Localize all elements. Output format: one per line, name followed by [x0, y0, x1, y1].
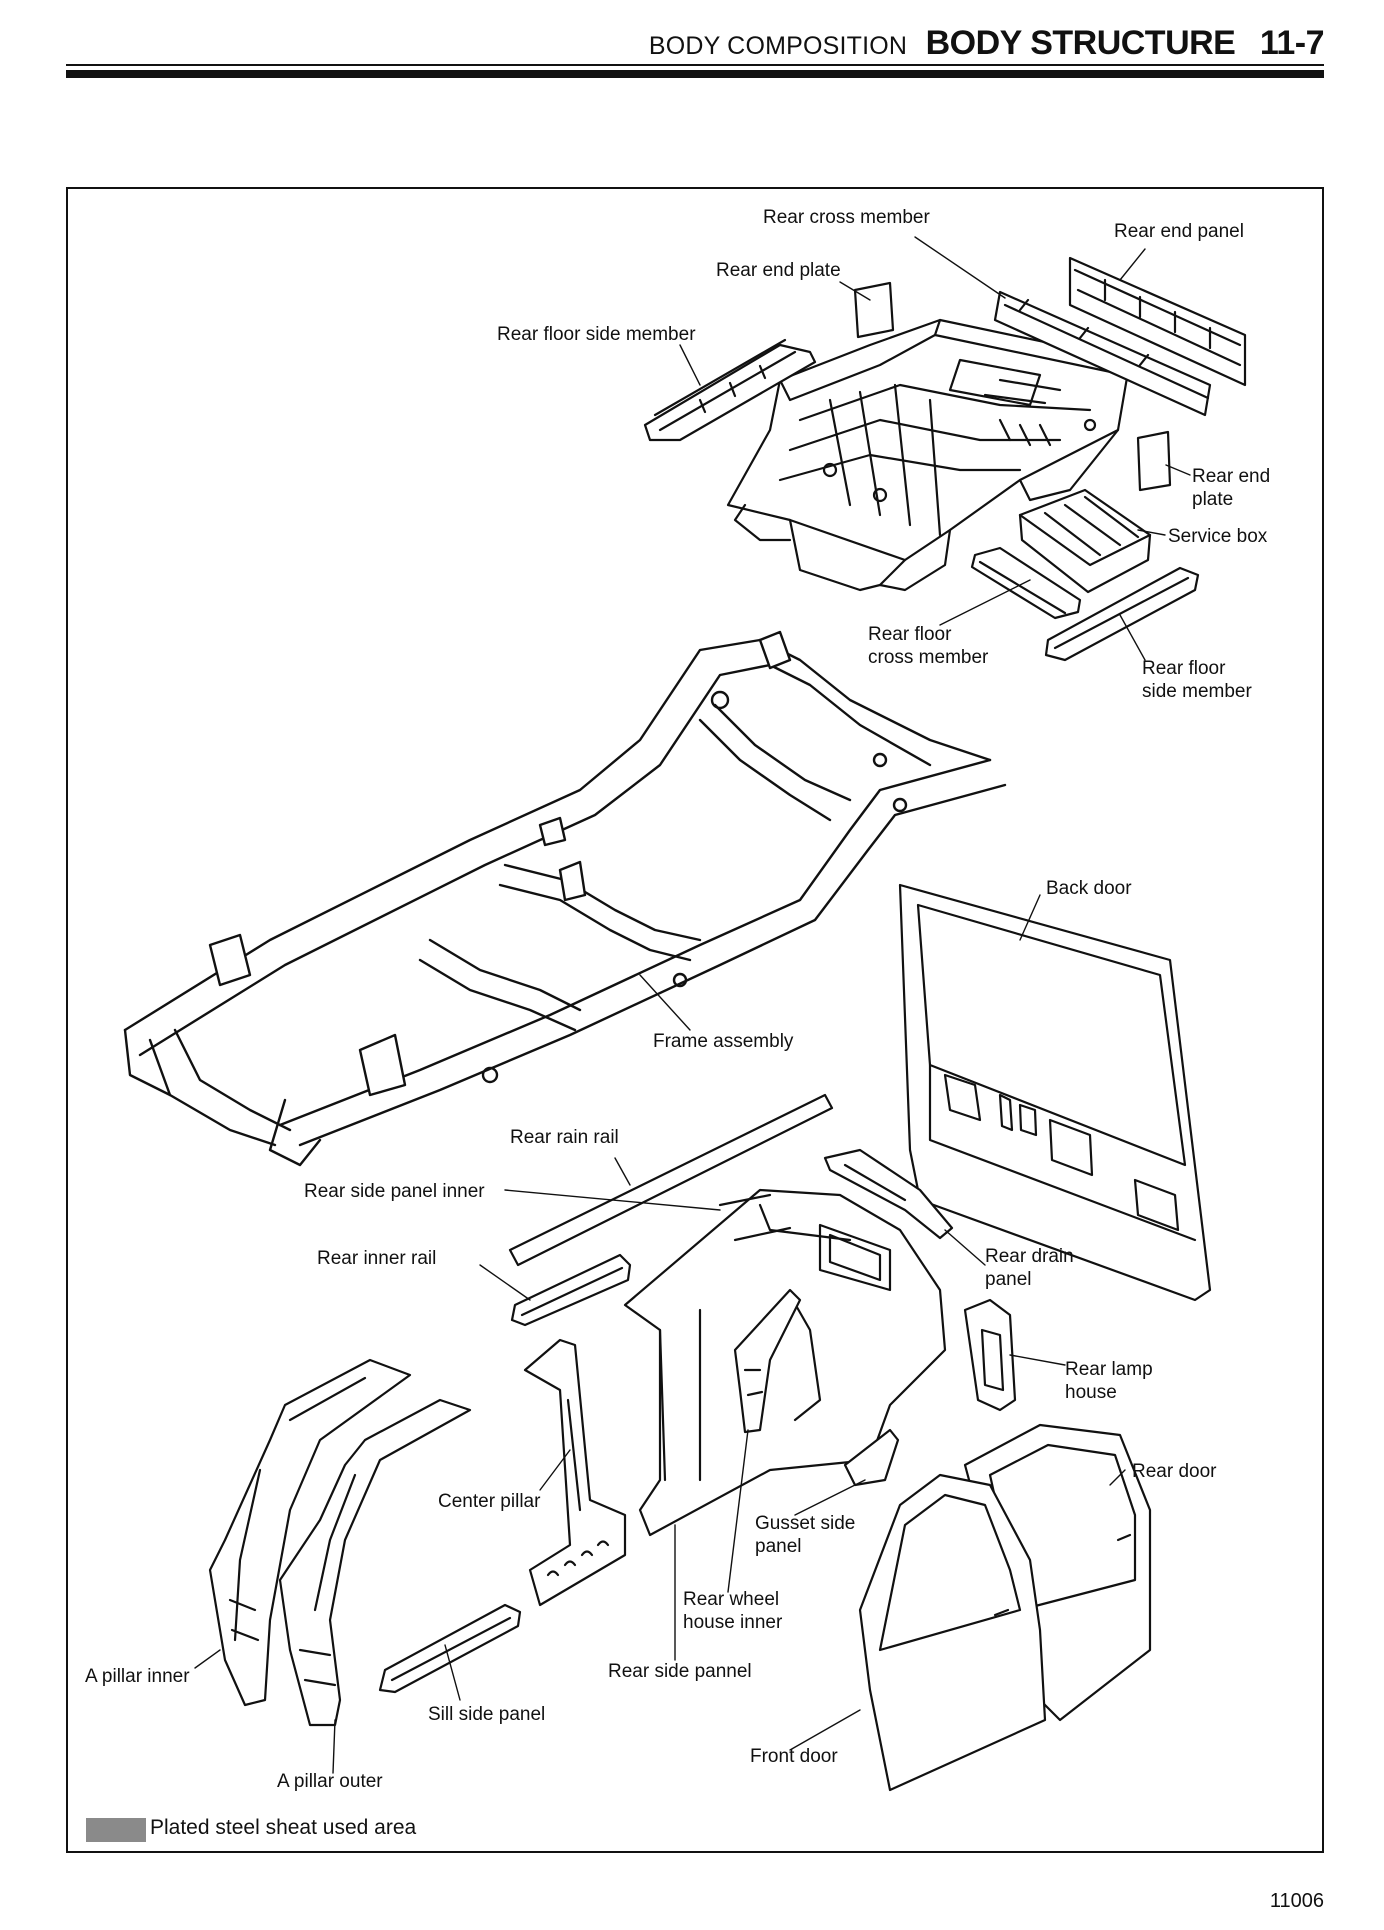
label-rear-drain-panel-line2: panel: [985, 1269, 1032, 1290]
service-box-drawing: [1018, 488, 1152, 594]
a-pillar-outer-drawing: [278, 1398, 472, 1727]
header-rule-thick: [66, 70, 1324, 78]
label-rear-end-plate-top: Rear end plate: [716, 260, 841, 281]
label-rear-wheel-house-inner-line2: house inner: [683, 1612, 783, 1633]
label-front-door: Front door: [750, 1746, 838, 1767]
label-gusset-side-panel-line1: Gusset side: [755, 1513, 856, 1534]
rear-rain-rail-drawing: [508, 1093, 834, 1267]
label-rear-drain-panel-line1: Rear drain: [985, 1246, 1074, 1267]
rear-cross-member-drawing: [993, 290, 1212, 417]
label-rear-floor-side-member-top: Rear floor side member: [497, 324, 696, 345]
label-rear-lamp-house-line1: Rear lamp: [1065, 1359, 1153, 1380]
label-rear-side-panel-inner: Rear side panel inner: [304, 1181, 485, 1202]
label-rear-floor-side-member-right-line1: Rear floor: [1142, 658, 1226, 679]
label-rear-lamp-house-line2: house: [1065, 1382, 1117, 1403]
label-frame-assembly: Frame assembly: [653, 1031, 794, 1052]
front-door-drawing: [858, 1473, 1047, 1792]
page-title: BODY STRUCTURE: [925, 24, 1236, 62]
label-gusset-side-panel-line2: panel: [755, 1536, 802, 1557]
rear-floor-pan-drawing: [726, 318, 1132, 592]
label-rear-floor-cross-member-line2: cross member: [868, 647, 989, 668]
label-service-box: Service box: [1168, 526, 1268, 547]
label-rear-rain-rail: Rear rain rail: [510, 1127, 619, 1148]
frame-assembly-drawing: [123, 630, 1007, 1167]
rear-wheel-house-inner-drawing: [733, 1288, 802, 1434]
gusset-side-panel-drawing: [843, 1428, 900, 1487]
label-rear-wheel-house-inner-line1: Rear wheel: [683, 1589, 780, 1610]
rear-floor-cross-member-drawing: [970, 546, 1082, 620]
rear-lamp-house-drawing: [963, 1298, 1017, 1412]
label-rear-end-panel: Rear end panel: [1114, 221, 1244, 242]
label-a-pillar-inner: A pillar inner: [85, 1666, 190, 1687]
rear-floor-side-member-top-drawing: [643, 338, 817, 442]
legend-text: Plated steel sheat used area: [150, 1816, 417, 1839]
sill-side-panel-drawing: [378, 1603, 522, 1694]
label-sill-side-panel: Sill side panel: [428, 1704, 546, 1725]
label-rear-cross-member: Rear cross member: [763, 207, 930, 228]
rear-inner-rail-drawing: [510, 1253, 632, 1327]
center-pillar-drawing: [523, 1338, 627, 1607]
label-rear-inner-rail: Rear inner rail: [317, 1248, 437, 1269]
legend-swatch: [86, 1818, 146, 1842]
label-back-door: Back door: [1046, 878, 1132, 899]
leader-lines: [194, 236, 1191, 1774]
label-a-pillar-outer: A pillar outer: [277, 1771, 383, 1792]
diagram-frame: [66, 187, 1324, 1853]
rear-floor-side-member-right-drawing: [1044, 566, 1200, 662]
label-rear-end-plate-right-line1: Rear end: [1192, 466, 1271, 487]
page-number: 11-7: [1259, 24, 1325, 62]
a-pillar-inner-drawing: [208, 1358, 412, 1707]
label-center-pillar: Center pillar: [438, 1491, 541, 1512]
section-name: BODY COMPOSITION: [648, 32, 908, 60]
back-door-drawing: [898, 883, 1212, 1302]
figure-number: 11006: [1269, 1890, 1324, 1912]
header-rule-thin: [66, 64, 1324, 66]
rear-end-panel-drawing: [1068, 256, 1247, 387]
label-rear-end-plate-right-line2: plate: [1192, 489, 1234, 510]
rear-side-panel-drawing: [623, 1188, 947, 1537]
header-text: BODY COMPOSITION BODY STRUCTURE 11-7: [648, 24, 1325, 63]
label-rear-side-pannel: Rear side pannel: [608, 1661, 752, 1682]
label-rear-door: Rear door: [1132, 1461, 1217, 1482]
rear-drain-panel-drawing: [823, 1148, 954, 1240]
label-rear-floor-side-member-right-line2: side member: [1142, 681, 1252, 702]
label-rear-floor-cross-member-line1: Rear floor: [868, 624, 952, 645]
page-header: BODY COMPOSITION BODY STRUCTURE 11-7: [66, 18, 1325, 78]
